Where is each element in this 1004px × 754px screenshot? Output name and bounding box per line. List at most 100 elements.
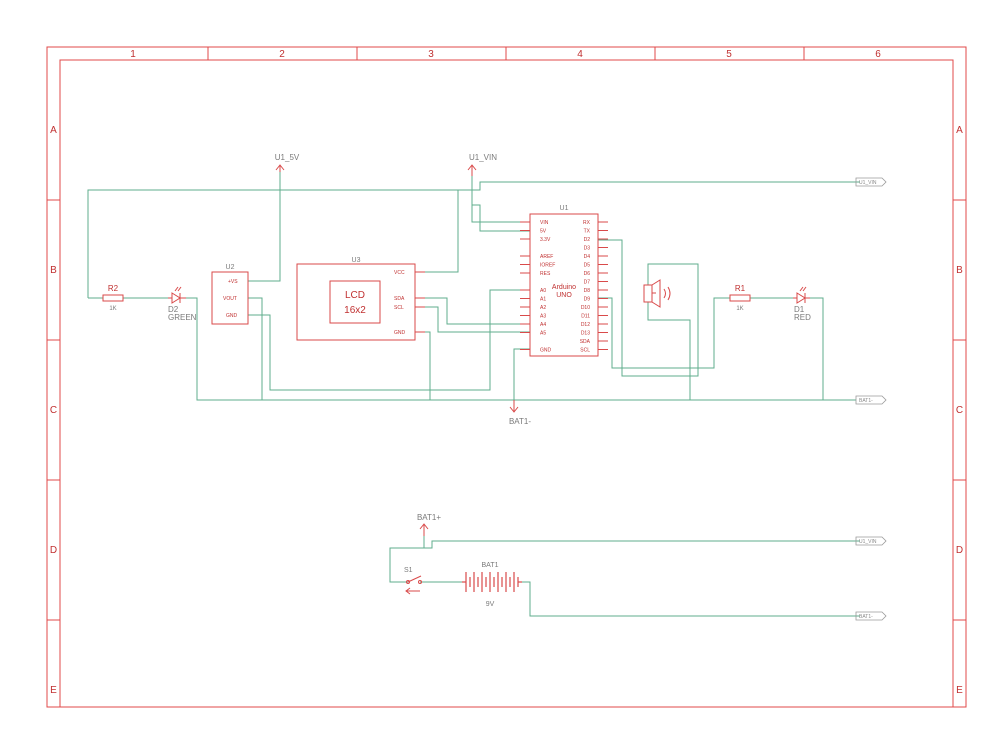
u1-left-pin-label: A3 bbox=[540, 314, 546, 320]
wire-switch-vin bbox=[423, 536, 860, 549]
wire-u3-sda bbox=[415, 297, 530, 325]
u1-right-pin-label: D12 bbox=[581, 322, 590, 328]
wire-bat-neg bbox=[522, 581, 860, 617]
u1-left-pin-label: A1 bbox=[540, 297, 546, 303]
netflag-gnd-shape bbox=[855, 395, 887, 405]
u1-right-pin-label: D6 bbox=[584, 271, 591, 277]
wire-u3-vcc bbox=[415, 190, 459, 273]
netflag-gnd: BAT1- bbox=[859, 398, 873, 404]
wire-u2-gnd bbox=[248, 289, 530, 391]
led-d1 bbox=[793, 286, 810, 304]
netflag-vin-bottom-shape bbox=[855, 536, 887, 546]
bat1-value: 9V bbox=[486, 601, 495, 608]
u3-name: U3 bbox=[352, 257, 361, 264]
wire-vin-u1 bbox=[471, 170, 530, 223]
net-flags bbox=[855, 177, 887, 621]
label-u1-vin: U1_VIN bbox=[469, 153, 497, 162]
u2-pin-vout: VOUT bbox=[223, 296, 237, 302]
speaker bbox=[643, 279, 671, 308]
frame-row-label-right-C: C bbox=[956, 405, 963, 416]
r2-name: R2 bbox=[108, 284, 119, 293]
frame-outer-border bbox=[46, 46, 967, 708]
frame-col-label-3: 3 bbox=[428, 49, 434, 60]
u1-right-pin-label: SDA bbox=[580, 339, 591, 345]
frame-col-label-5: 5 bbox=[726, 49, 732, 60]
u1-left-pin-label: A5 bbox=[540, 331, 546, 337]
u1-center-line2: UNO bbox=[556, 292, 572, 299]
u1-right-pin-label: TX bbox=[584, 229, 591, 235]
u3-display-line2: 16x2 bbox=[344, 305, 366, 316]
u1-right-pin-label: SCL bbox=[580, 348, 590, 354]
wire-switch-left bbox=[389, 547, 424, 583]
u3-pin-scl: SCL bbox=[394, 305, 404, 311]
u1-right-pin-label: D8 bbox=[584, 288, 591, 294]
u1-right-pin-label: D11 bbox=[581, 314, 590, 320]
u1-center-line1: Arduino bbox=[552, 284, 576, 291]
netflag-vin-top-shape bbox=[855, 177, 887, 187]
netflag-vin-top: U1_VIN bbox=[859, 180, 877, 186]
wire-u2-vout bbox=[248, 297, 263, 400]
u1-right-pin-label: D3 bbox=[584, 246, 591, 252]
drawing-frame bbox=[46, 46, 967, 708]
wire-u3-scl bbox=[415, 306, 530, 333]
u1-left-pin-label: VIN bbox=[540, 220, 549, 226]
wire-u1-gnd bbox=[513, 348, 530, 408]
resistor-r1: R1 1K bbox=[729, 284, 751, 312]
u1-right-pin-label: D4 bbox=[584, 254, 591, 260]
frame-row-label-left-D: D bbox=[50, 545, 57, 556]
u1-left-pin-label: IOREF bbox=[540, 263, 555, 269]
u2-pin-gnd: GND bbox=[226, 313, 238, 319]
frame-row-label-left-B: B bbox=[50, 265, 57, 276]
u1-right-pin-label: D10 bbox=[581, 305, 590, 311]
label-bat1-plus: BAT1+ bbox=[417, 513, 441, 522]
d2-name: D2 bbox=[168, 305, 179, 314]
frame-row-label-right-A: A bbox=[956, 125, 963, 136]
supply-bat1-plus bbox=[419, 523, 429, 536]
supply-u1-vin bbox=[467, 164, 477, 176]
wires bbox=[87, 170, 860, 617]
frame-row-label-right-E: E bbox=[956, 685, 963, 696]
frame-row-label-right-B: B bbox=[956, 265, 963, 276]
frame-inner-border bbox=[59, 59, 954, 708]
u1-right-pin-label: D9 bbox=[584, 297, 591, 303]
u1-left-pin-label: GND bbox=[540, 348, 552, 354]
u2-pin-vs: +VS bbox=[228, 279, 238, 285]
u1-right-pin-label: D13 bbox=[581, 331, 590, 337]
supply-symbols bbox=[275, 164, 519, 536]
u2-name: U2 bbox=[226, 264, 235, 271]
frame-row-label-left-C: C bbox=[50, 405, 57, 416]
battery-bat1 bbox=[462, 572, 522, 592]
u1-right-pin-label: RX bbox=[583, 220, 591, 226]
s1-name: S1 bbox=[404, 567, 413, 574]
u1-left-pin-label: AREF bbox=[540, 254, 553, 260]
u1-left-pin-label: 5V bbox=[540, 229, 547, 235]
wire-5v-u1 bbox=[472, 204, 530, 232]
u3-pin-vcc: VCC bbox=[394, 270, 405, 276]
d2-value: GREEN bbox=[168, 313, 197, 322]
label-u1-5v: U1_5V bbox=[275, 153, 300, 162]
u1-left-pin-label: A0 bbox=[540, 288, 546, 294]
u3-pin-gnd: GND bbox=[394, 330, 406, 336]
wire-vin-top bbox=[87, 181, 860, 298]
resistor-r2: R2 1K bbox=[102, 284, 124, 312]
u1-name: U1 bbox=[560, 205, 569, 212]
label-bat1-minus: BAT1- bbox=[509, 417, 531, 426]
part-u2: U2 +VS VOUT GND bbox=[211, 264, 249, 325]
u1-left-pin-label: A2 bbox=[540, 305, 546, 311]
frame-row-label-left-A: A bbox=[50, 125, 57, 136]
wire-d1-gnd bbox=[810, 297, 824, 400]
supply-u1-5v bbox=[275, 164, 285, 172]
u1-right-pin-label: D5 bbox=[584, 263, 591, 269]
wire-u1-d9-r1 bbox=[598, 297, 730, 369]
u3-display-line1: LCD bbox=[345, 290, 365, 301]
r1-value: 1K bbox=[736, 306, 743, 312]
u1-left-pin-label: A4 bbox=[540, 322, 546, 328]
u1-left-pin-label: RES bbox=[540, 271, 551, 277]
part-u3: LCD 16x2 U3 VCC SDA SCL GND bbox=[296, 257, 425, 341]
netflag-vin-bottom: U1_VIN bbox=[859, 539, 877, 545]
led-d2 bbox=[168, 286, 186, 304]
u1-right-pin-label: D7 bbox=[584, 280, 591, 286]
frame-col-label-2: 2 bbox=[279, 49, 285, 60]
